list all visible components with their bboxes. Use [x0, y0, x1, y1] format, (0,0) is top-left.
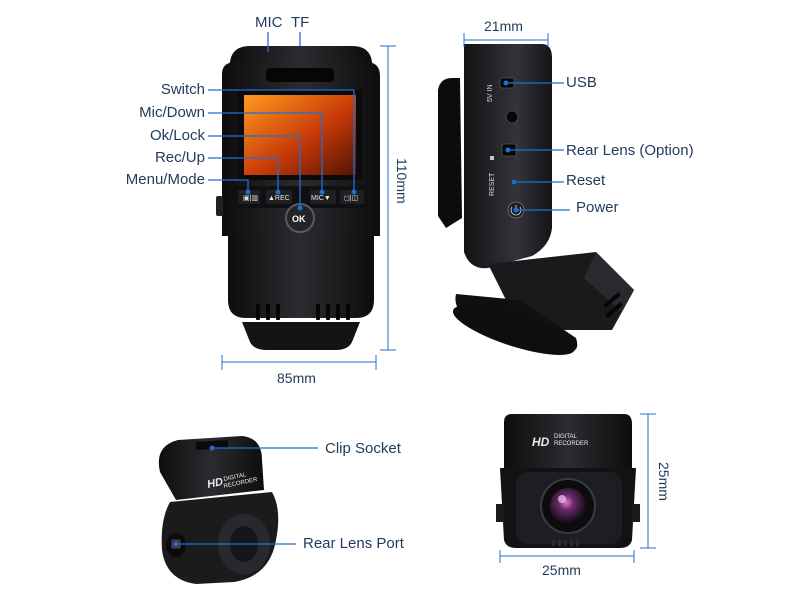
front-buttons: ▣|▥ ▲REC MIC▼ ◻|◫ [238, 190, 364, 204]
switch-label: Switch [160, 81, 205, 98]
rec-up-label: Rec/Up [154, 149, 205, 166]
tf-label: TF [291, 14, 310, 31]
front-height-label: 110mm [394, 158, 410, 204]
reset-label: Reset [566, 172, 606, 189]
mic-down-label: Mic/Down [139, 104, 205, 121]
rear-front-hd: HD [532, 435, 550, 449]
usb-label: USB [566, 74, 597, 91]
mic-label: MIC [255, 14, 283, 31]
rear-front-height-label: 25mm [656, 462, 672, 501]
svg-text:◙: ◙ [489, 156, 496, 160]
reset-port-label: RESET [489, 172, 496, 196]
side-callout-lines [506, 82, 570, 211]
side-depth-label: 21mm [484, 18, 523, 34]
rear-front-width-label: 25mm [542, 562, 581, 578]
ok-lock-label: Ok/Lock [149, 127, 205, 144]
rear-cam-front: HD DIGITAL RECORDER [496, 414, 640, 548]
clip-socket-label: Clip Socket [325, 440, 401, 457]
side-camera: 5V IN ◙ RESET [438, 44, 634, 355]
svg-text:◻|◫: ◻|◫ [344, 195, 358, 202]
5v-in-label: 5V IN [487, 84, 494, 102]
svg-text:▣|▥: ▣|▥ [243, 195, 258, 202]
rec-button-label: ▲REC [268, 195, 290, 202]
rear-cam-back: HD DIGITAL RECORDER [158, 436, 279, 584]
ok-button-label: OK [292, 214, 306, 224]
rear-back-hd: HD [206, 476, 224, 491]
rear-front-line1: DIGITAL [554, 434, 578, 440]
rear-back-line1: DIGITAL [223, 472, 247, 483]
rear-lens-option-label: Rear Lens (Option) [566, 142, 694, 159]
front-callout-lines [208, 32, 355, 208]
front-camera: ▣|▥ ▲REC MIC▼ ◻|◫ OK [216, 46, 380, 350]
front-width-label: 85mm [277, 370, 316, 386]
rear-front-line2: RECORDER [554, 441, 589, 447]
power-label: Power [576, 199, 619, 216]
mic-button-label: MIC▼ [311, 195, 331, 202]
front-dim-lines [221, 45, 396, 370]
menu-mode-label: Menu/Mode [125, 171, 205, 188]
rear-lens-port-label: Rear Lens Port [303, 535, 404, 552]
